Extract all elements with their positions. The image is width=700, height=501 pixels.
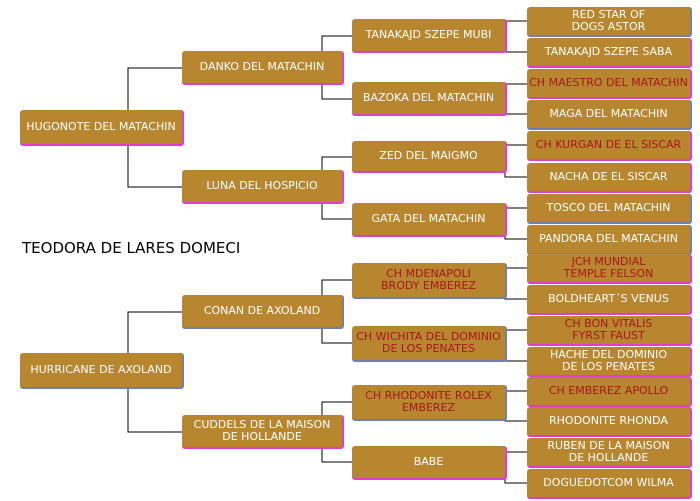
gen4-box-6[interactable]: NACHA DE EL SISCAR [527,163,692,193]
gen4-box-15[interactable]: RUBEN DE LA MAISON DE HOLLANDE [527,438,692,468]
gen4-box-16[interactable]: DOGUEDOTCOM WILMA [527,469,692,499]
gen4-box-7[interactable]: TOSCO DEL MATACHIN [527,194,692,224]
maternal-grandsire-box[interactable]: CONAN DE AXOLAND [182,295,344,329]
gen3-box-2[interactable]: BAZOKA DEL MATACHIN [352,82,507,116]
dam-box[interactable]: HURRICANE DE AXOLAND [20,353,184,389]
gen4-box-13[interactable]: CH EMBEREZ APOLLO [527,377,692,407]
gen4-box-14[interactable]: RHODONITE RHONDA [527,407,692,437]
gen3-box-8[interactable]: BABE [352,446,507,480]
gen4-box-12[interactable]: HACHE DEL DOMINIO DE LOS PENATES [527,347,692,377]
gen3-box-3[interactable]: ZED DEL MAIGMO [352,141,507,173]
gen3-box-7[interactable]: CH RHODONITE ROLEX EMBEREZ [352,385,507,421]
gen4-box-11[interactable]: CH BON VITALIS FYRST FAUST [527,316,692,346]
gen4-box-3[interactable]: CH MAESTRO DEL MATACHIN [527,69,692,99]
paternal-grandsire-box[interactable]: DANKO DEL MATACHIN [182,51,344,85]
gen4-box-9[interactable]: JCH MUNDIAL TEMPLE FELSON [527,254,692,284]
paternal-granddam-box[interactable]: LUNA DEL HOSPICIO [182,170,344,204]
gen3-box-6[interactable]: CH WICHITA DEL DOMINIO DE LOS PENATES [352,326,507,362]
gen4-box-5[interactable]: CH KURGAN DE EL SISCAR [527,131,692,161]
gen4-box-10[interactable]: BOLDHEART´S VENUS [527,285,692,315]
gen3-box-1[interactable]: TANAKAJD SZEPE MUBI [352,19,507,53]
gen4-box-8[interactable]: PANDORA DEL MATACHIN [527,225,692,255]
sire-box[interactable]: HUGONOTE DEL MATACHIN [20,110,184,146]
gen3-box-4[interactable]: GATA DEL MATACHIN [352,203,507,237]
gen4-box-1[interactable]: RED STAR OF DOGS ASTOR [527,7,692,37]
gen4-box-2[interactable]: TANAKAJD SZEPE SABA [527,38,692,68]
maternal-granddam-box[interactable]: CUDDELS DE LA MAISON DE HOLLANDE [182,415,344,449]
gen3-box-5[interactable]: CH MDENAPOLI BRODY EMBEREZ [352,263,507,299]
subject-dog-name: TEODORA DE LARES DOMECI [22,239,241,257]
gen4-box-4[interactable]: MAGA DEL MATACHIN [527,100,692,130]
